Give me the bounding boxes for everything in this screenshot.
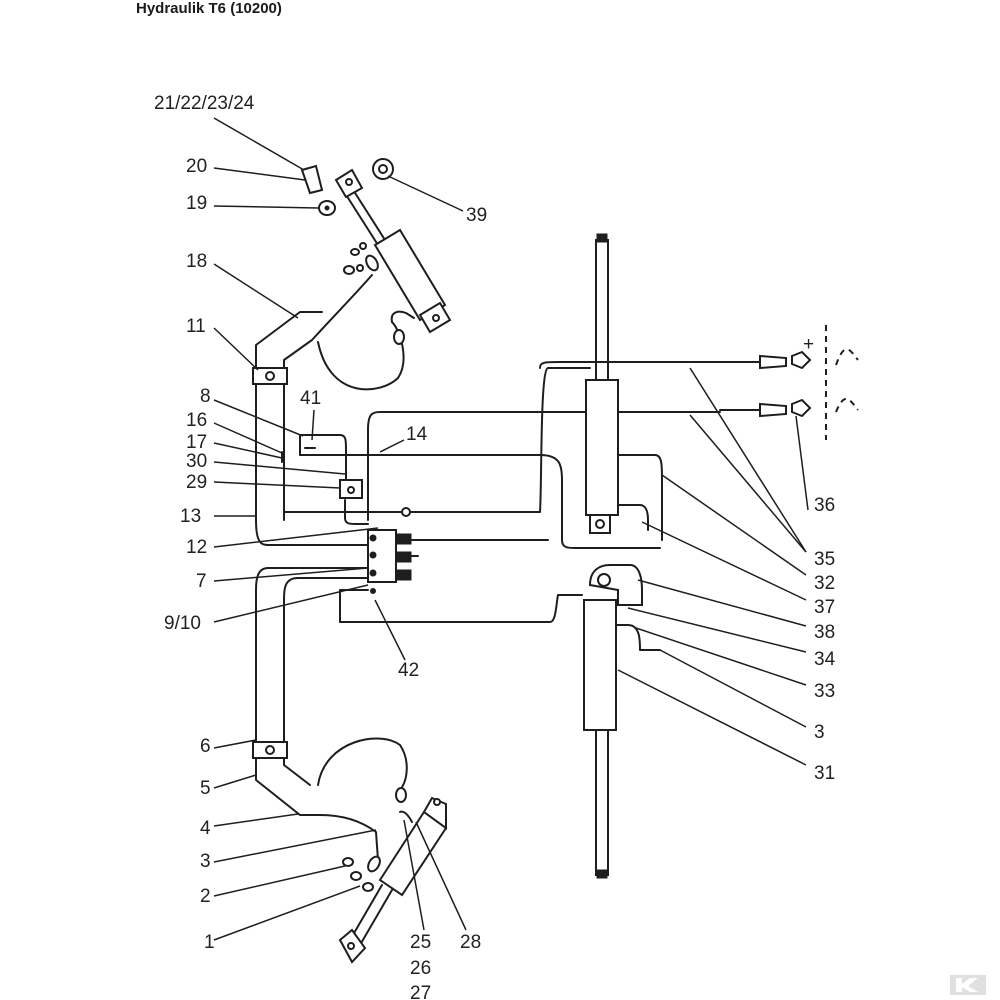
logo-watermark [950,975,986,995]
label-39: 39 [466,205,487,226]
label-2: 2 [200,886,211,907]
label-36: 36 [814,495,835,516]
leader-lines [213,117,809,941]
label-38: 38 [814,622,835,643]
label-16: 16 [186,410,207,431]
label-18: 18 [186,251,207,272]
label-3-left: 3 [200,851,211,872]
right-upper-cylinder [585,233,663,541]
label-14: 14 [406,424,428,445]
label-20: 20 [186,156,207,177]
label-37: 37 [814,597,835,618]
label-3-right: 3 [814,722,825,743]
label-33: 33 [814,681,835,702]
label-plus: + [803,334,814,355]
label-11: 11 [186,316,206,337]
label-19: 19 [186,193,207,214]
label-34: 34 [814,649,836,670]
label-9-10: 9/10 [164,613,201,634]
part-number-labels: 21/22/23/24 20 19 39 18 11 8 41 16 14 17… [154,93,836,1000]
label-1: 1 [204,932,215,953]
label-4: 4 [200,818,211,839]
label-29: 29 [186,472,207,493]
page-title: Hydraulik T6 (10200) [136,0,282,17]
label-8: 8 [200,386,211,407]
label-21-22-23-24: 21/22/23/24 [154,93,255,114]
label-31: 31 [814,763,835,784]
label-42: 42 [398,660,419,681]
label-7: 7 [196,571,207,592]
label-28: 28 [460,932,481,953]
label-41: 41 [300,388,321,409]
sensor-cables [539,325,859,440]
label-6: 6 [200,736,211,757]
label-17: 17 [186,432,207,453]
right-lower-cylinder [583,564,661,879]
label-30: 30 [186,451,207,472]
lower-hydraulic-cylinder [252,734,448,964]
upper-hydraulic-cylinder [300,158,452,391]
label-35: 35 [814,549,835,570]
label-13: 13 [180,506,201,527]
label-26: 26 [410,958,431,979]
valve-hoses [255,367,721,736]
label-32: 32 [814,573,835,594]
label-27: 27 [410,983,431,1000]
upper-left-pipe [252,311,323,521]
label-5: 5 [200,778,211,799]
label-12: 12 [186,537,207,558]
label-25: 25 [410,932,431,953]
